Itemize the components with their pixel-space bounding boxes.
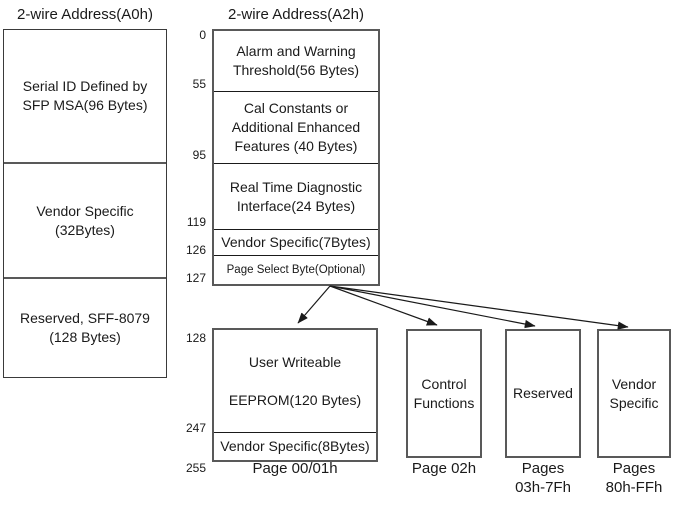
alarm-warning-line: Threshold(56 Bytes): [232, 62, 360, 78]
pages-03-7f-caption: Pages 03h-7Fh: [505, 459, 581, 497]
vendor-pages-line: Specific: [609, 394, 659, 411]
page-02-caption: Page 02h: [411, 460, 477, 477]
cal-constants-line: Cal Constants or: [243, 100, 349, 116]
page0001-addr-255: 255: [185, 461, 206, 475]
control-functions-line: Control: [421, 375, 467, 392]
a0h-section-vendor-specific: Vendor Specific (32Bytes): [4, 162, 166, 277]
pages-03-7f-caption-line: Pages: [521, 460, 565, 477]
a0h-memory-box: Serial ID Defined by SFP MSA(96 Bytes) V…: [3, 29, 167, 378]
control-functions-line: Functions: [413, 394, 475, 411]
a2h-section-page-select: Page Select Byte(Optional): [214, 255, 378, 284]
a2h-section-cal-constants: Cal Constants or Additional Enhanced Fea…: [214, 91, 378, 163]
page0001-addr-247: 247: [185, 421, 206, 435]
a0h-title: 2-wire Address(A0h): [17, 6, 153, 23]
a2h-section-vendor-specific-7: Vendor Specific(7Bytes): [214, 229, 378, 255]
cal-constants-line: Additional Enhanced: [231, 119, 361, 135]
control-functions-section: Control Functions: [408, 375, 480, 413]
vendor-specific-7-line: Vendor Specific(7Bytes): [221, 234, 371, 250]
reserved-line: (128 Bytes): [49, 329, 121, 345]
vendor-specific-line: Vendor Specific: [36, 202, 134, 219]
a2h-addr-126: 126: [185, 243, 206, 257]
a0h-section-reserved: Reserved, SFF-8079 (128 Bytes): [4, 277, 166, 377]
a0h-section-serial-id: Serial ID Defined by SFP MSA(96 Bytes): [4, 30, 166, 162]
page-select-line: Page Select Byte(Optional): [226, 263, 366, 276]
vendor-specific-8-section: Vendor Specific(8Bytes): [214, 432, 376, 460]
page-00-01-box: User Writeable EEPROM(120 Bytes) Vendor …: [212, 328, 378, 462]
diagnostic-line: Interface(24 Bytes): [236, 197, 356, 214]
a2h-memory-box: Alarm and Warning Threshold(56 Bytes) Ca…: [212, 29, 380, 286]
arrow-to-pages-03-7f: [329, 285, 536, 329]
pages-03-7f-caption-line: 03h-7Fh: [515, 479, 571, 496]
pages-80-ff-caption: Pages 80h-FFh: [597, 459, 671, 497]
alarm-warning-line: Alarm and Warning: [236, 43, 356, 59]
reserved-pages-line: Reserved: [513, 385, 573, 401]
a2h-addr-95: 95: [192, 148, 206, 162]
user-writeable-line: User Writeable: [248, 353, 342, 370]
reserved-line: Reserved, SFF-8079: [20, 310, 150, 326]
a2h-section-alarm-warning: Alarm and Warning Threshold(56 Bytes): [214, 31, 378, 91]
vendor-pages-line: Vendor: [611, 375, 657, 392]
vendor-pages-section: Vendor Specific: [599, 375, 669, 413]
eeprom-line: EEPROM(120 Bytes): [228, 391, 362, 408]
vendor-specific-8-line: Vendor Specific(8Bytes): [220, 438, 370, 454]
pages-80-ff-caption-line: Pages: [612, 460, 656, 477]
user-writeable-section: User Writeable EEPROM(120 Bytes): [214, 330, 376, 432]
cal-constants-line: Features (40 Bytes): [234, 138, 358, 154]
serial-id-line: Serial ID Defined by: [22, 78, 148, 94]
pages-80-ff-caption-line: 80h-FFh: [605, 479, 663, 496]
reserved-pages-section: Reserved: [507, 384, 579, 403]
vendor-specific-line: (32Bytes): [55, 221, 115, 238]
page0001-addr-128: 128: [185, 331, 206, 345]
a2h-addr-119: 119: [186, 215, 206, 229]
serial-id-line: SFP MSA(96 Bytes): [22, 97, 148, 113]
page-00-01-caption: Page 00/01h: [252, 460, 338, 477]
a2h-addr-127: 127: [185, 271, 206, 285]
arrow-to-page-00-01: [297, 285, 331, 324]
a2h-section-diagnostic: Real Time Diagnostic Interface(24 Bytes): [214, 163, 378, 229]
arrow-to-page-02: [329, 285, 438, 326]
a2h-title: 2-wire Address(A2h): [228, 6, 364, 23]
diagnostic-line: Real Time Diagnostic: [229, 178, 363, 195]
a2h-addr-55: 55: [192, 77, 206, 91]
pages-80-ff-box: Vendor Specific: [597, 329, 671, 458]
pages-03-7f-box: Reserved: [505, 329, 581, 458]
arrow-to-pages-80-ff: [329, 285, 629, 330]
page-02-box: Control Functions: [406, 329, 482, 458]
a2h-addr-0: 0: [199, 28, 206, 42]
